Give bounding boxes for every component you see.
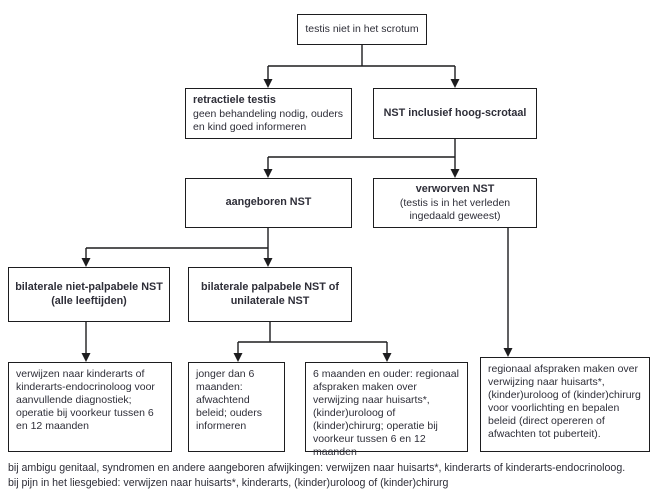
node-bilaterale-palpabele-nst: bilaterale palpabele NST of unilaterale … [188,267,352,322]
node-label: testis niet in het scrotum [305,23,419,35]
node-jonger-dan-6-maanden: jonger dan 6 maanden: afwachtend beleid;… [188,362,285,452]
node-bilaterale-niet-palpabele-nst: bilaterale niet-palpabele NST (alle leef… [8,267,170,322]
node-body: regionaal afspraken maken over verwijzin… [488,363,641,440]
node-retractiele-testis: retractiele testis geen behandeling nodi… [185,88,352,139]
node-body: (testis is in het verleden ingedaald gew… [399,196,511,222]
node-title: NST inclusief hoog-scrotaal [383,106,527,119]
footnote-line-1: bij ambigu genitaal, syndromen en andere… [8,462,626,474]
node-body: geen behandeling nodig, ouders en kind g… [193,107,344,133]
node-regionaal-afspraken: regionaal afspraken maken over verwijzin… [480,357,650,452]
node-body: verwijzen naar kinderarts of kinderarts-… [16,368,155,432]
node-title: bilaterale palpabele NST of unilaterale … [201,281,339,307]
footnotes: bij ambigu genitaal, syndromen en andere… [8,461,654,491]
node-title: verworven NST [415,183,495,196]
node-6-maanden-en-ouder: 6 maanden en ouder: regionaal afspraken … [305,362,468,458]
node-title: aangeboren NST [225,196,312,209]
node-body: jonger dan 6 maanden: afwachtend beleid;… [196,368,262,432]
node-aangeboren-nst: aangeboren NST [185,178,352,228]
node-title: bilaterale niet-palpabele NST (alle leef… [15,281,163,307]
node-body: 6 maanden en ouder: regionaal afspraken … [313,368,459,458]
node-verworven-nst: verworven NST (testis is in het verleden… [373,178,537,228]
footnote-line-2: bij pijn in het liesgebied: verwijzen na… [8,477,449,489]
node-nst-inclusief-hoog-scrotaal: NST inclusief hoog-scrotaal [373,88,537,139]
node-title: retractiele testis [193,94,276,106]
node-verwijzen-kinderarts: verwijzen naar kinderarts of kinderarts-… [8,362,172,452]
node-testis-niet-in-scrotum: testis niet in het scrotum [297,14,427,45]
